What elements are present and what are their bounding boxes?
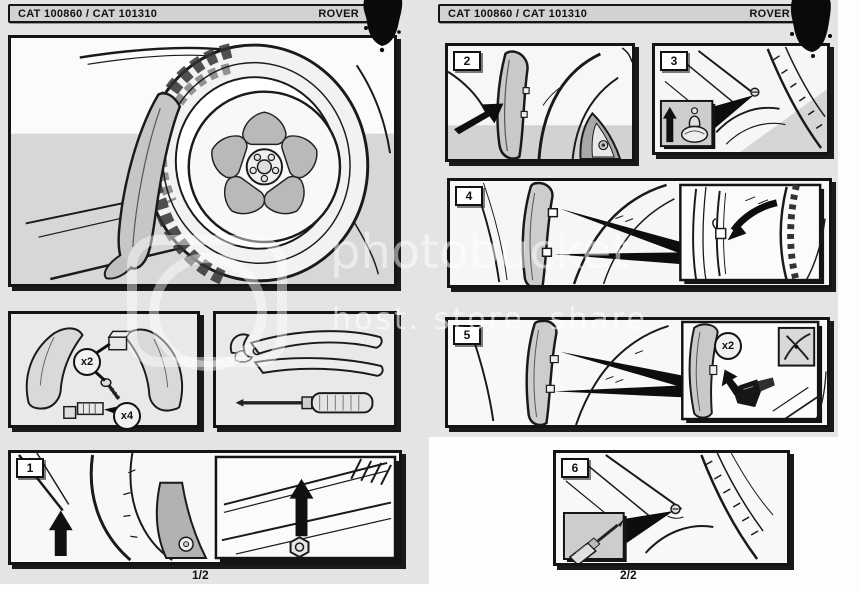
step-number-badge: 3 xyxy=(660,51,688,71)
brand-name: ROVER xyxy=(318,7,359,20)
screw-part xyxy=(100,377,121,400)
step-4-illustration xyxy=(474,181,826,285)
up-arrow-icon xyxy=(289,478,314,537)
up-arrow-icon xyxy=(48,510,73,557)
step-1-illustration xyxy=(17,453,399,562)
mudflap xyxy=(521,181,559,285)
pliers-mini-icon xyxy=(777,326,816,367)
step-number-badge: 4 xyxy=(455,186,483,206)
step-5-illustration xyxy=(468,320,827,425)
mudflap xyxy=(103,92,182,280)
step-6-illustration xyxy=(562,453,774,563)
screwdriver-icon xyxy=(568,519,624,563)
parts-panel: x2 x4 xyxy=(8,311,200,430)
step-5-panel: 5 xyxy=(445,317,830,428)
right-mudflap-part xyxy=(124,328,183,412)
tools-illustration xyxy=(229,330,384,414)
mudflap xyxy=(525,320,559,425)
mudflap-closeup xyxy=(688,323,719,419)
pliers-icon xyxy=(229,330,384,377)
page2-header-bar: CAT 100860 / CAT 101310 ROVER xyxy=(438,4,828,23)
clip-quantity-badge: x2 xyxy=(714,332,742,360)
clip-quantity-badge: x2 xyxy=(73,348,101,376)
step-2-panel: 2 xyxy=(445,43,635,162)
rivet-fastener-icon xyxy=(680,107,709,143)
left-mudflap-part xyxy=(25,327,84,410)
tools-panel xyxy=(213,311,397,428)
solid-arrow-icon xyxy=(721,369,742,396)
page1-number: 1/2 xyxy=(192,568,209,582)
step-number-badge: 2 xyxy=(453,51,481,71)
step-6-panel: 6 xyxy=(553,450,790,566)
solid-arrow-icon xyxy=(453,103,504,135)
clip-part xyxy=(107,330,132,351)
step-3-panel: 3 xyxy=(652,43,830,155)
brand-name: ROVER xyxy=(749,7,790,20)
step-number-badge: 5 xyxy=(453,325,481,345)
up-arrow-icon xyxy=(662,106,677,143)
step-number-badge: 6 xyxy=(561,458,589,478)
screwdriver-icon xyxy=(235,392,374,414)
rivet-quantity-badge: x4 xyxy=(113,402,141,430)
rivet-part xyxy=(63,402,104,419)
page2-number: 2/2 xyxy=(620,568,637,582)
mudflap xyxy=(496,50,530,159)
nut-fastener xyxy=(289,536,310,559)
alloy-rim xyxy=(187,90,342,244)
catalog-code: CAT 100860 / CAT 101310 xyxy=(448,7,588,20)
clip-icon xyxy=(733,377,775,408)
step-3-illustration xyxy=(659,46,827,152)
overview-panel xyxy=(8,35,397,287)
scan-artifact-blob-left xyxy=(363,0,403,53)
step-4-panel: 4 xyxy=(447,178,832,288)
mudflap-parts-illustration xyxy=(25,327,183,419)
step-1-panel: 1 xyxy=(8,450,402,565)
wheel-mudflap-illustration xyxy=(11,38,394,284)
page1-header-bar: CAT 100860 / CAT 101310 ROVER xyxy=(8,4,397,23)
step-number-badge: 1 xyxy=(16,458,44,478)
catalog-code: CAT 100860 / CAT 101310 xyxy=(18,7,158,20)
scan-artifact-blob-right xyxy=(790,0,832,58)
